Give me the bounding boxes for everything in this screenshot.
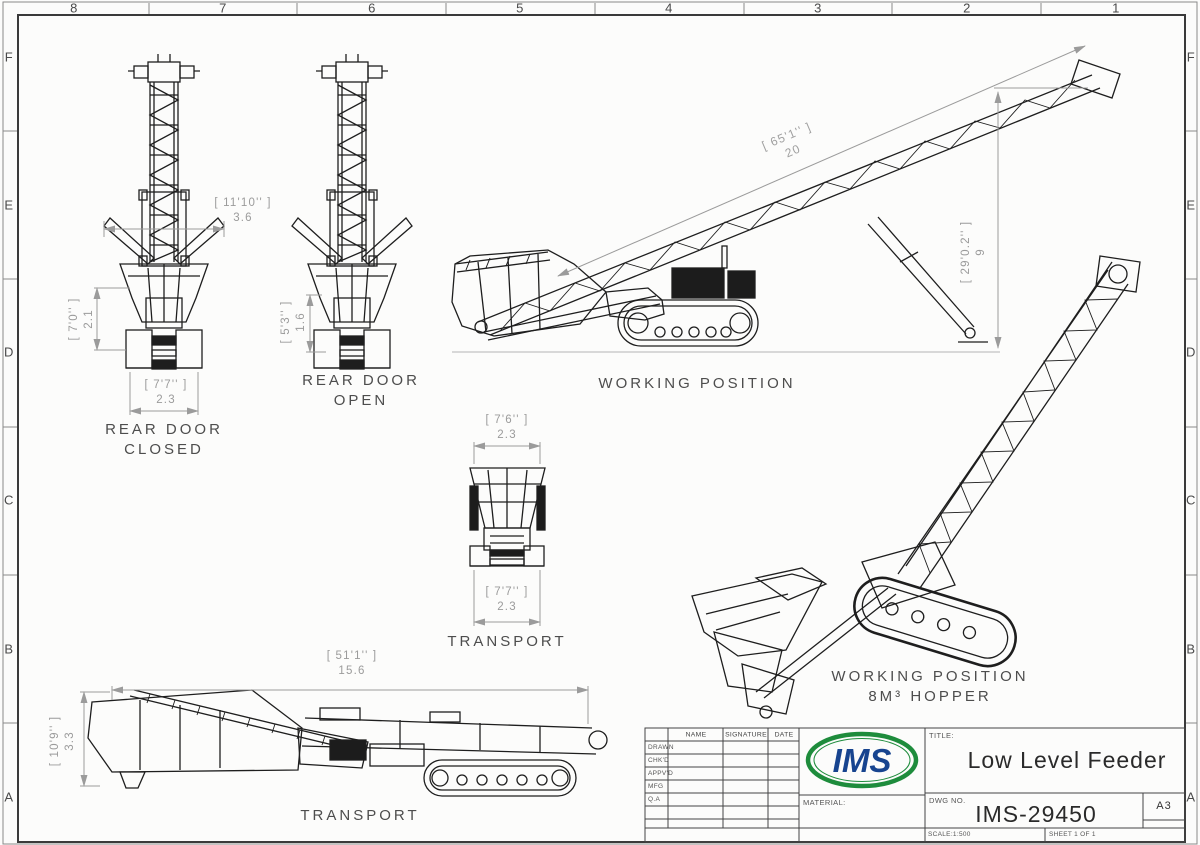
- label-working-position-hopper: WORKING POSITION 8M³ HOPPER: [831, 668, 1029, 706]
- dim-working-height: [ 29'0.2'' ] 9: [960, 220, 987, 284]
- grid-row-c-left: C: [4, 492, 14, 508]
- grid-row-f-left: F: [4, 49, 14, 65]
- grid-col-2: 2: [963, 0, 971, 16]
- grid-row-a-right: A: [1186, 789, 1196, 805]
- tb-scale: SCALE:1:500: [928, 831, 971, 838]
- tb-dwgno-label: DWG NO.: [929, 796, 966, 805]
- ims-logo-text: IMS: [833, 742, 892, 779]
- dim-transport-front-bottom: [ 7'7'' ] 2.3: [485, 586, 529, 613]
- label-transport-front: TRANSPORT: [447, 633, 567, 650]
- tb-row-mfg: MFG: [648, 783, 664, 790]
- grid-col-8: 8: [70, 0, 78, 16]
- grid-row-f-right: F: [1186, 49, 1196, 65]
- view-working-position: [451, 45, 1121, 353]
- dim-transport-side-length: [ 51'1'' ] 15.6: [326, 650, 378, 677]
- grid-row-b-right: B: [1186, 641, 1196, 657]
- tb-header-signature: SIGNATURE: [725, 731, 767, 739]
- ims-logo: IMS: [805, 731, 919, 789]
- grid-col-5: 5: [516, 0, 524, 16]
- drawing-title: Low Level Feeder: [967, 747, 1167, 773]
- grid-row-e-right: E: [1186, 197, 1196, 213]
- grid-row-c-right: C: [1186, 492, 1196, 508]
- grid-row-a-left: A: [4, 789, 14, 805]
- tb-header-name: NAME: [685, 731, 707, 739]
- tb-row-drawn: DRAWN: [648, 744, 674, 751]
- grid-col-3: 3: [814, 0, 822, 16]
- view-transport-front: [469, 442, 546, 626]
- label-transport-side: TRANSPORT: [300, 807, 420, 824]
- dim-transport-side-height: [ 10'9'' ] 3.3: [49, 715, 76, 767]
- tb-header-date: DATE: [774, 731, 794, 739]
- dim-rear-closed-height: [ 7'0'' ] 2.1: [68, 297, 95, 341]
- label-working-position: WORKING POSITION: [598, 375, 796, 392]
- title-block: [644, 727, 1186, 843]
- view-transport-side: [80, 686, 608, 797]
- grid-col-7: 7: [219, 0, 227, 16]
- grid-row-d-left: D: [4, 344, 14, 360]
- tb-row-qa: Q.A: [648, 796, 661, 803]
- tb-row-chkd: CHK'D: [648, 757, 670, 764]
- grid-row-d-right: D: [1186, 344, 1196, 360]
- grid-col-1: 1: [1112, 0, 1120, 16]
- drawing-number: IMS-29450: [975, 801, 1097, 827]
- grid-col-6: 6: [368, 0, 376, 16]
- grid-row-e-left: E: [4, 197, 14, 213]
- inner-frame: [17, 14, 1186, 843]
- view-rear-door-open: [291, 53, 413, 370]
- view-working-position-hopper: [691, 255, 1141, 719]
- dim-rear-open-height: [ 5'3'' ] 1.6: [280, 300, 307, 344]
- dim-transport-front-top: [ 7'6'' ] 2.3: [485, 414, 529, 441]
- tb-row-appvd: APPV'D: [648, 770, 674, 777]
- view-rear-door-closed: [93, 53, 225, 415]
- dim-rear-closed-width-bottom: [ 7'7'' ] 2.3: [144, 379, 188, 406]
- tb-material-label: MATERIAL:: [803, 798, 846, 807]
- tb-sheet: SHEET 1 OF 1: [1049, 831, 1096, 838]
- tb-title-label: TITLE:: [929, 731, 954, 740]
- grid-row-b-left: B: [4, 641, 14, 657]
- grid-col-4: 4: [665, 0, 673, 16]
- label-rear-door-open: REAR DOOR OPEN: [302, 372, 420, 410]
- label-rear-door-closed: REAR DOOR CLOSED: [105, 421, 223, 459]
- paper-size: A3: [1156, 800, 1172, 812]
- dim-rear-closed-width-top: [ 11'10'' ] 3.6: [214, 197, 272, 224]
